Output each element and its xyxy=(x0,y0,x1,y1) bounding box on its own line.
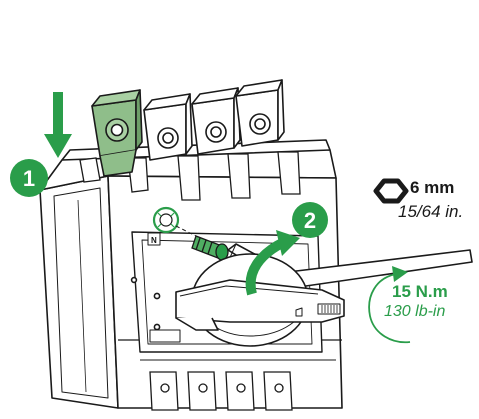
torque-rotation-arrow xyxy=(368,273,411,344)
step-2-number: 2 xyxy=(304,208,316,233)
terminal-lug-4 xyxy=(235,79,285,147)
step-1-number: 1 xyxy=(23,166,35,191)
rotary-handle xyxy=(175,253,345,347)
hex-size-callout: 6 mm 15/64 in. xyxy=(373,178,463,221)
torque-metric: 15 N.m xyxy=(392,282,448,301)
hex-key-icon xyxy=(373,178,409,204)
step-1-badge: 1 xyxy=(10,159,48,197)
hex-size-imperial: 15/64 in. xyxy=(398,202,463,221)
hex-size-metric: 6 mm xyxy=(410,178,454,197)
fixing-screw xyxy=(191,235,229,261)
terminal-lug-green xyxy=(91,89,143,177)
push-down-arrow xyxy=(44,92,72,158)
fixing-washer xyxy=(152,206,180,234)
step-2-badge: 2 xyxy=(292,202,328,238)
terminal-lug-3 xyxy=(191,87,241,155)
torque-imperial: 130 lb-in xyxy=(384,303,445,320)
bottom-terminals xyxy=(149,371,293,411)
terminal-lug-2 xyxy=(143,93,193,161)
torque-callout: 15 N.m 130 lb-in xyxy=(368,266,448,344)
top-terminal-slots xyxy=(79,151,301,201)
pole-n-label: N xyxy=(151,236,157,245)
rotate-arrow xyxy=(245,230,300,296)
